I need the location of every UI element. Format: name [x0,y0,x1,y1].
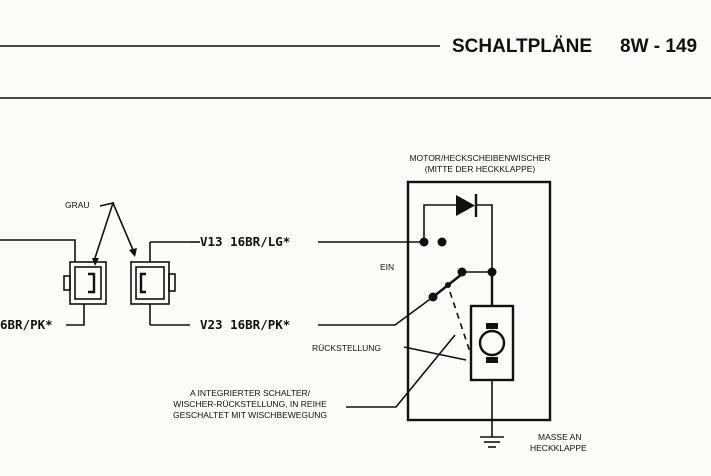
switch-park-label: RÜCKSTELLUNG [312,343,381,353]
male-connector-latch [168,273,176,292]
wire-bottom [318,296,434,326]
diode-wire-right [476,204,493,272]
motor-brush-bottom [486,357,498,363]
note-line1: A INTEGRIERTER SCHALTER/ [190,388,311,398]
motor-title-line1: MOTOR/HECKSCHEIBENWISCHER [409,153,550,163]
motor-brush-top [486,323,498,329]
female-connector-inner [74,266,102,300]
motor-armature-icon [478,329,506,357]
grau-leader-right [112,202,134,251]
ground-label-line1: MASSE AN [538,432,581,442]
female-connector-latch [63,275,71,291]
motor-housing [469,304,515,382]
mechanical-linkage [449,291,471,353]
section-title: SCHALTPLÄNE [452,36,592,57]
switch-on-label: EIN [380,262,394,272]
grau-leader-left [94,201,115,259]
note-line3: GESCHALTET MIT WISCHBEWEGUNG [173,410,327,420]
contact-top-2 [437,237,447,247]
female-connector-terminal [88,272,96,294]
wire-left-cut-label: 6BR/PK* [0,317,53,332]
page-number: 8W - 149 [620,36,697,57]
diode-symbol [456,195,475,216]
grau-arrow-left [92,258,99,266]
motor-component-box [406,180,552,422]
park-leader [403,346,467,361]
male-connector-inner [135,266,165,300]
male-connector-terminal [139,272,146,294]
motor-title-line2: (MITTE DER HECKKLAPPE) [425,164,536,174]
note-leader [346,334,456,408]
grau-arrow-right [129,248,137,257]
connector-color-label: GRAU [65,200,90,210]
female-connector-top-wire [0,239,76,262]
ground-label-line2: HECKKLAPPE [530,443,587,453]
note-line2: WISCHER-RÜCKSTELLUNG, IN REIHE [173,399,327,409]
contact-low-2 [445,282,451,288]
diode-wire-left [423,204,456,242]
wire-bottom-label: V23 16BR/PK* [200,317,290,332]
wire-top-label: V13 16BR/LG* [200,234,290,249]
female-connector-bottom-wire [66,304,85,326]
